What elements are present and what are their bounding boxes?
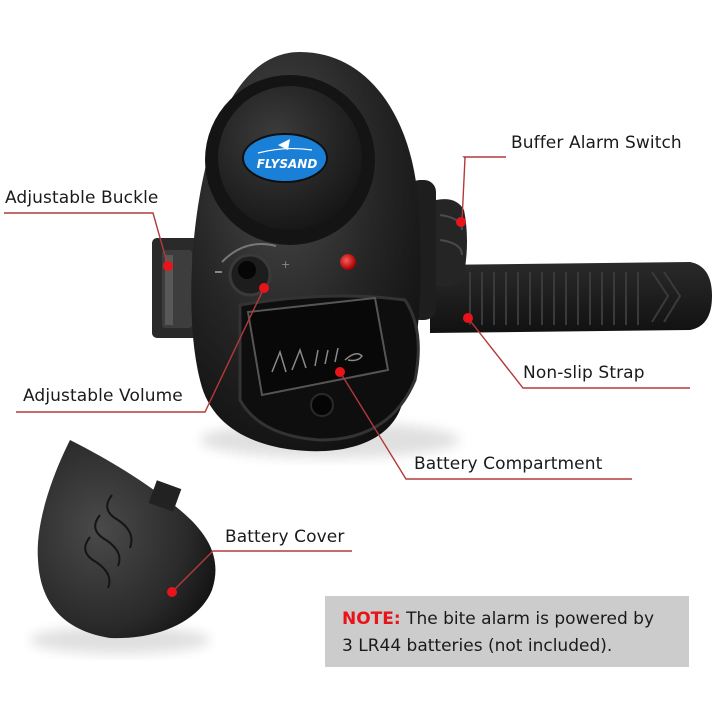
label-battery-cover: Battery Cover [225, 527, 345, 547]
note-text-1: The bite alarm is powered by [400, 609, 655, 629]
note-line-2: 3 LR44 batteries (not included). [342, 636, 613, 656]
svg-text:FLYSAND: FLYSAND [257, 157, 318, 171]
label-battery-compartment: Battery Compartment [414, 454, 603, 474]
callout-dots [163, 217, 473, 597]
battery-compartment [238, 294, 420, 442]
note-line-1: NOTE: The bite alarm is powered by [342, 606, 689, 633]
label-adjustable-buckle: Adjustable Buckle [5, 188, 159, 208]
non-slip-strap [430, 262, 712, 333]
brand-logo: FLYSAND [242, 133, 328, 183]
note-key: NOTE: [342, 609, 401, 629]
label-buffer-alarm-switch: Buffer Alarm Switch [511, 133, 682, 153]
svg-text:+: + [281, 258, 290, 271]
label-non-slip-strap: Non-slip Strap [523, 363, 645, 383]
led-indicator [340, 254, 356, 270]
leader-lines [4, 156, 690, 593]
battery-cover [37, 440, 216, 639]
label-adjustable-volume: Adjustable Volume [23, 386, 183, 406]
device-body: FLYSAND + [191, 52, 421, 452]
note-box: NOTE: The bite alarm is powered by 3 LR4… [325, 596, 689, 667]
